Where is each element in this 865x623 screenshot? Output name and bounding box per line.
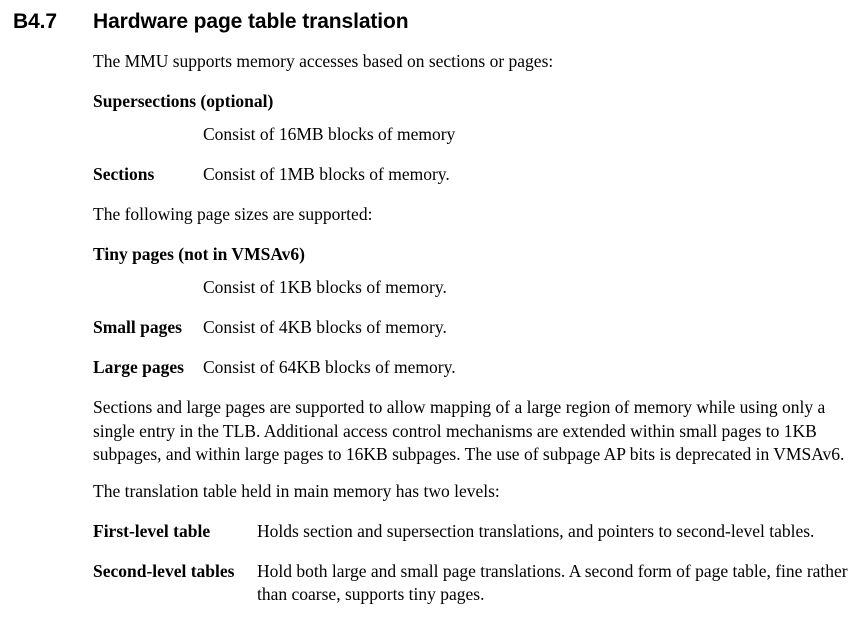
definition-description: Holds section and supersection translati…	[257, 520, 815, 541]
explanation-paragraph: Sections and large pages are supported t…	[93, 397, 845, 464]
document-body: The MMU supports memory accesses based o…	[93, 50, 853, 623]
definition-small-pages: Small pages Consist of 4KB blocks of mem…	[93, 316, 853, 339]
section-number: B4.7	[13, 10, 57, 33]
definition-first-level-table: First-level table Holds section and supe…	[93, 520, 853, 543]
definition-term: Tiny pages (not in VMSAv6)	[93, 244, 305, 264]
definition-term: Small pages	[93, 317, 182, 337]
definition-large-pages: Large pages Consist of 64KB blocks of me…	[93, 356, 853, 379]
definition-term: Second-level tables	[93, 560, 235, 581]
section-title: Hardware page table translation	[93, 10, 409, 33]
definition-term: Supersections (optional)	[93, 91, 274, 111]
definition-term: Sections	[93, 164, 155, 184]
definition-second-level-tables: Second-level tables Hold both large and …	[93, 560, 853, 606]
definition-description: Consist of 16MB blocks of memory	[203, 124, 456, 144]
definition-term: Large pages	[93, 357, 184, 377]
definition-description: Consist of 1MB blocks of memory.	[203, 164, 450, 184]
intro-paragraph: The MMU supports memory accesses based o…	[93, 51, 554, 71]
definition-term: First-level table	[93, 520, 211, 541]
definition-description: Hold both large and small page translati…	[257, 560, 848, 604]
page-sizes-intro-paragraph: The following page sizes are supported:	[93, 204, 373, 224]
section-heading: B4.7 Hardware page table translation	[0, 9, 865, 35]
definition-supersections: Supersections (optional) Consist of 16MB…	[93, 90, 853, 146]
definition-sections: Sections Consist of 1MB blocks of memory…	[93, 163, 853, 186]
document-page: B4.7 Hardware page table translation The…	[0, 9, 865, 604]
definition-description: Consist of 4KB blocks of memory.	[203, 317, 447, 337]
levels-intro-paragraph: The translation table held in main memor…	[93, 480, 500, 501]
definition-description: Consist of 64KB blocks of memory.	[203, 357, 456, 377]
definition-description: Consist of 1KB blocks of memory.	[203, 277, 447, 297]
definition-tiny-pages: Tiny pages (not in VMSAv6) Consist of 1K…	[93, 243, 853, 299]
